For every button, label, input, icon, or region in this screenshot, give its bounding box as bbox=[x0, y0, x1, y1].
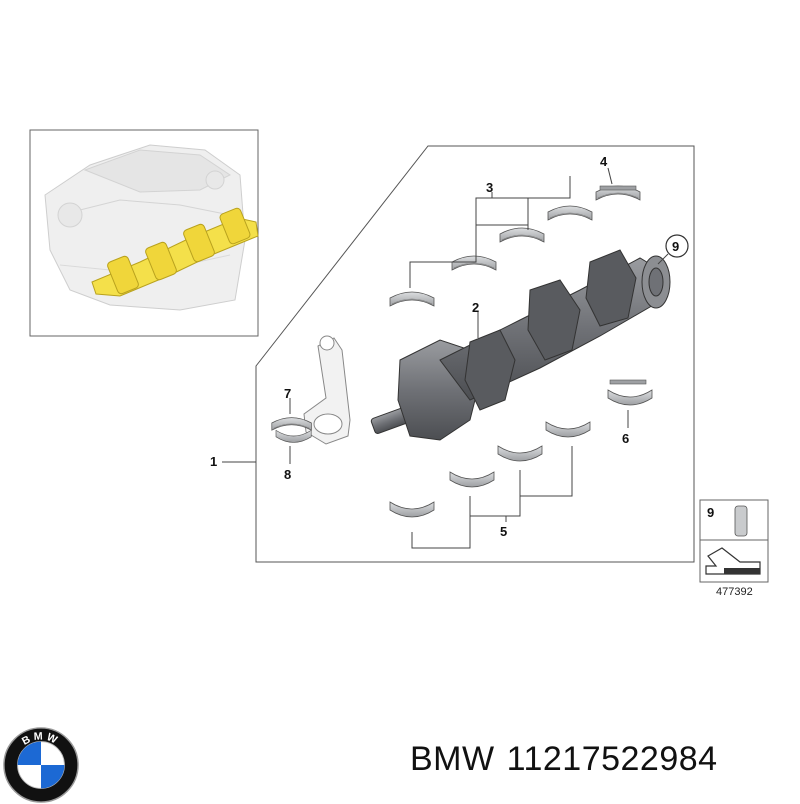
reference-number: 477392 bbox=[716, 586, 753, 598]
engine-overview-inset bbox=[29, 129, 259, 337]
bmw-logo-icon: BMW bbox=[3, 727, 79, 803]
thrust-bearing-shell bbox=[595, 167, 641, 201]
lower-main-bearing-shells bbox=[389, 421, 591, 549]
exploded-view-frame bbox=[255, 145, 695, 563]
callout-2-label: 2 bbox=[472, 300, 479, 315]
upper-main-bearing-shells bbox=[389, 176, 593, 307]
legend-9-label: 9 bbox=[707, 505, 714, 520]
footer-part-number-value: 11217522984 bbox=[506, 740, 718, 778]
callout-7-label: 7 bbox=[284, 386, 291, 401]
footer-part-number: BMW 11217522984 bbox=[410, 740, 795, 790]
connecting-rod-bearing-lower bbox=[275, 430, 312, 464]
dowel-pin-illustration bbox=[734, 505, 748, 537]
callout-9: 9 bbox=[657, 234, 689, 265]
lower-thrust-bearing-shell bbox=[607, 379, 653, 428]
callout-3-label: 3 bbox=[486, 180, 493, 195]
callout-4-label: 4 bbox=[600, 154, 608, 169]
highlighted-crankshaft bbox=[91, 207, 259, 297]
footer-brand: BMW bbox=[410, 740, 495, 778]
crankshaft bbox=[370, 249, 671, 441]
connecting-rod bbox=[303, 335, 351, 445]
callout-1: 1 bbox=[210, 454, 256, 469]
callout-9-label: 9 bbox=[672, 239, 679, 254]
callout-6-label: 6 bbox=[622, 431, 629, 446]
connecting-rod-bearing-upper bbox=[271, 398, 312, 431]
callout-8-label: 8 bbox=[284, 467, 291, 482]
legend-box: 9 bbox=[699, 499, 769, 583]
callout-5-label: 5 bbox=[500, 524, 507, 539]
callout-1-label: 1 bbox=[210, 454, 217, 469]
